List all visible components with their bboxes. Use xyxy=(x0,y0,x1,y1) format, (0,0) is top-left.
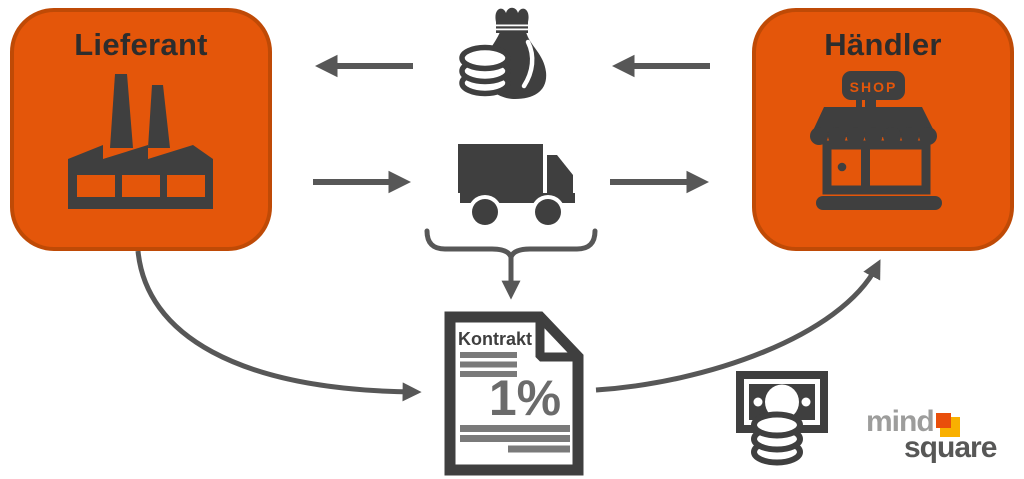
brace-goods xyxy=(424,228,598,265)
money-bag-icon xyxy=(459,7,547,99)
contract-title: Kontrakt xyxy=(458,329,532,349)
shop-sign-post xyxy=(865,100,876,112)
supplier-node: Lieferant xyxy=(10,8,272,251)
shop-base xyxy=(816,196,942,210)
truck-wheel xyxy=(535,199,561,225)
coin xyxy=(459,44,511,72)
truck-icon xyxy=(458,144,575,228)
shop-divider xyxy=(861,143,870,190)
supplier-label: Lieferant xyxy=(74,27,208,62)
contract-value: 1% xyxy=(489,370,561,426)
logo-word-mind: mind xyxy=(866,405,935,438)
factory-icon xyxy=(68,74,213,209)
money-bag-highlight xyxy=(521,39,535,89)
coin xyxy=(751,411,803,439)
shop-sign-post xyxy=(856,100,862,111)
factory-window xyxy=(122,175,160,197)
truck-wheel xyxy=(472,199,498,225)
retailer-label: Händler xyxy=(824,27,942,62)
shop-icon: SHOP xyxy=(810,71,942,210)
shop-sign-text: SHOP xyxy=(850,79,898,95)
factory-chimney xyxy=(148,85,170,148)
contract-folded-corner xyxy=(535,313,582,362)
logo-word-square: square xyxy=(904,431,997,464)
mindsquare-logo: mind square xyxy=(866,407,1022,463)
shop-storefront xyxy=(822,140,931,195)
shop-door-handle xyxy=(837,162,847,172)
cash-coins-icon xyxy=(736,371,828,466)
retailer-node: Händler SHOP xyxy=(752,8,1014,251)
factory-window xyxy=(77,175,115,197)
truck-cab xyxy=(547,155,573,193)
truck-cargo xyxy=(458,144,543,193)
arrow-supplier-to-contract xyxy=(135,250,422,402)
shop-sign xyxy=(842,71,905,100)
contract-document: Kontrakt 1% xyxy=(444,311,584,476)
factory-chimney xyxy=(110,74,133,148)
arrow-contract-to-retailer xyxy=(595,259,881,393)
truck-chassis xyxy=(460,193,575,203)
factory-window xyxy=(167,175,205,197)
logo-square-icon xyxy=(935,413,960,437)
money-bag-knot xyxy=(495,7,529,22)
